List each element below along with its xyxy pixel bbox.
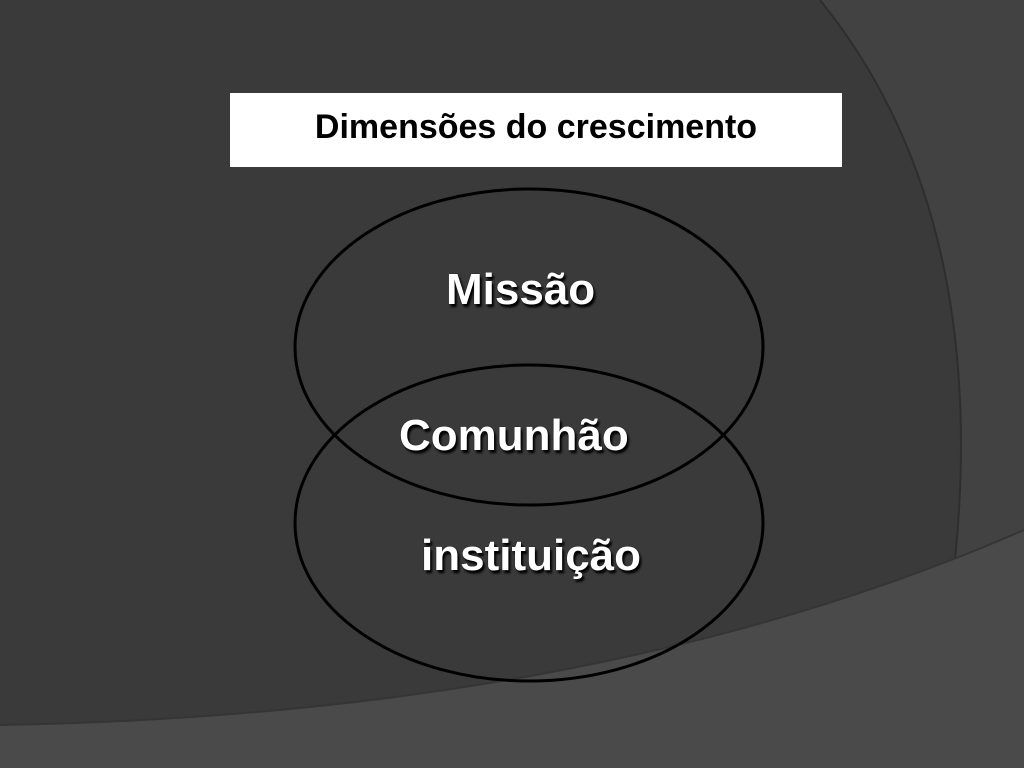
label-comunhao: Comunhão (399, 411, 629, 460)
label-instituicao: instituição (421, 531, 642, 580)
top-circle (293, 187, 765, 507)
label-missao: Missão (446, 265, 596, 314)
slide-title: Dimensões do crescimento (314, 107, 758, 146)
bottom-circle (293, 363, 765, 683)
title-box: Dimensões do crescimento (230, 93, 842, 167)
